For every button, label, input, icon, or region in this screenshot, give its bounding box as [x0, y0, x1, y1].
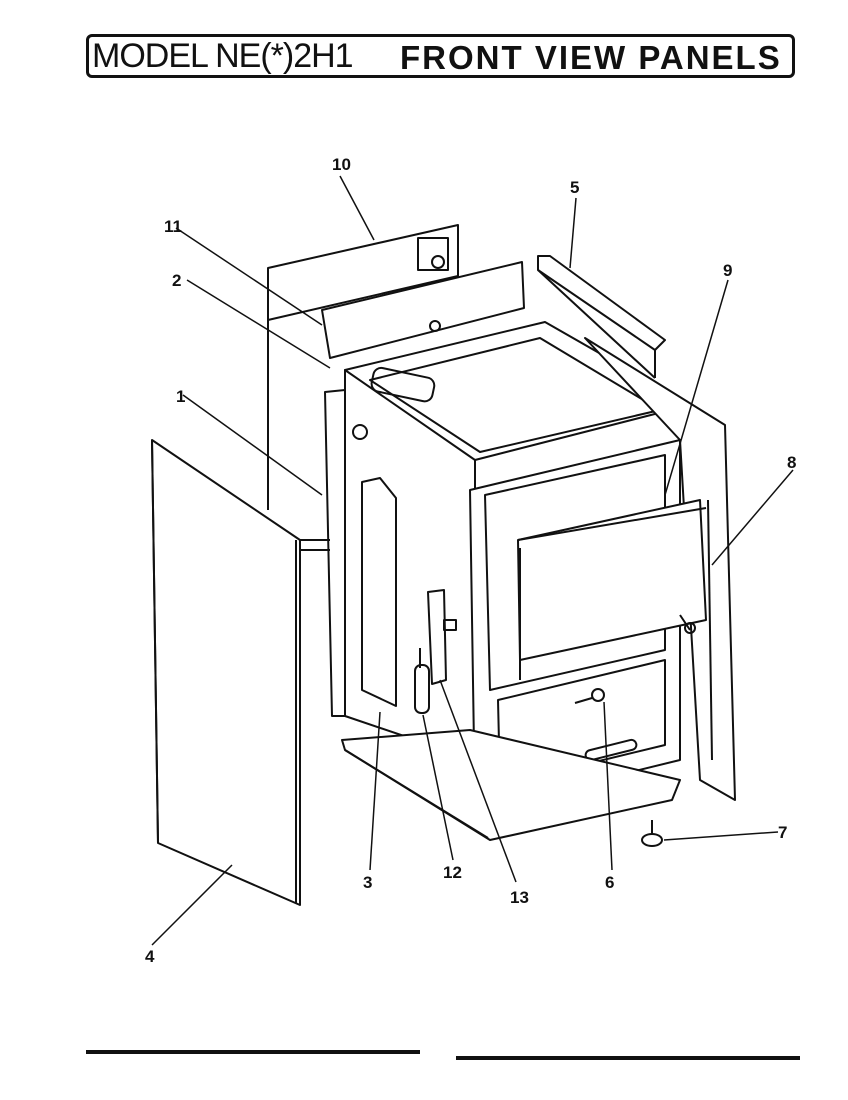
callout-9: 9 — [723, 261, 732, 280]
callout-4: 4 — [145, 947, 155, 966]
screw-part-6 — [574, 688, 605, 704]
element-part-12 — [414, 648, 430, 714]
top-trim-part-2 — [321, 261, 525, 359]
oven-liner-part-9 — [517, 499, 707, 680]
bottom-rule-left — [86, 1050, 420, 1054]
title-frame — [86, 34, 795, 78]
switch-bracket-part-13 — [427, 589, 457, 685]
right-side-panel — [584, 337, 736, 801]
callout-1: 1 — [176, 387, 185, 406]
callout-7: 7 — [778, 823, 787, 842]
callout-11: 11 — [164, 217, 182, 236]
leveling-leg-part-7 — [641, 820, 663, 847]
callout-3: 3 — [363, 873, 372, 892]
bracket-part-3 — [361, 477, 397, 707]
bottom-rule-right — [456, 1056, 800, 1060]
callout-6: 6 — [605, 873, 614, 892]
leader-lines — [151, 175, 794, 946]
rear-panel-part-10 — [267, 224, 459, 510]
base-pan — [341, 729, 681, 841]
callout-2: 2 — [172, 271, 181, 290]
side-panel-part-4 — [151, 439, 301, 906]
callout-13: 13 — [510, 888, 529, 907]
callout-12: 12 — [443, 863, 462, 882]
side-bracket-part-8 — [679, 614, 696, 634]
callout-10: 10 — [332, 155, 351, 174]
top-right-trim-part-5 — [537, 255, 666, 379]
callout-8: 8 — [787, 453, 796, 472]
callout-5: 5 — [570, 178, 579, 197]
model-title: MODEL NE(*)2H1 — [92, 37, 354, 75]
section-title: FRONT VIEW PANELS — [400, 39, 782, 76]
